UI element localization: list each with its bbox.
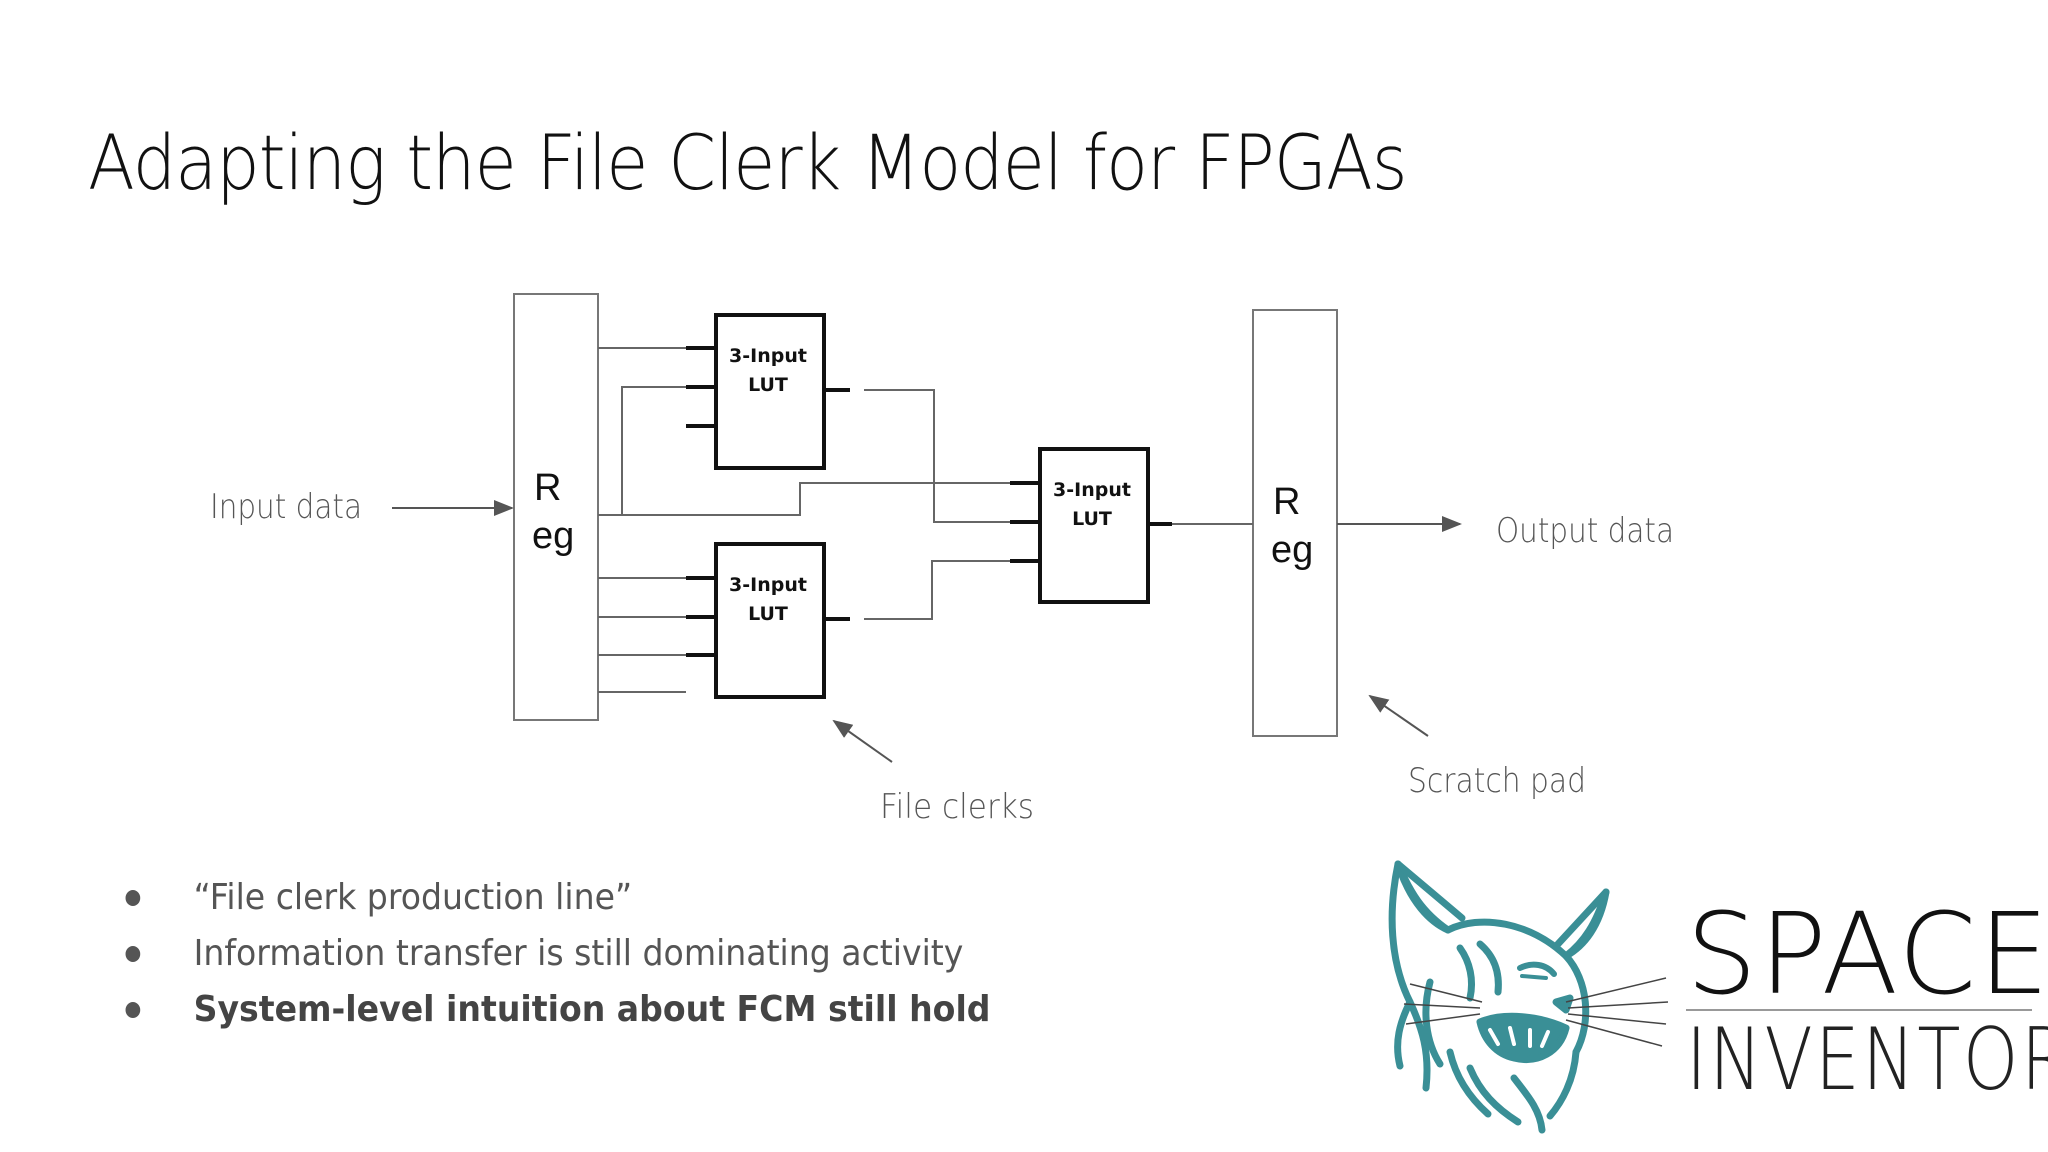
input-register-box <box>513 293 599 721</box>
lut-mid-label-line1: 3-Input <box>1053 479 1131 501</box>
input-register-label-line1: R <box>534 467 561 509</box>
output-data-label: Output data <box>1496 511 1674 551</box>
bullet-list: “File clerk production line” Information… <box>120 870 1066 1038</box>
scratch-pad-pointer-arrow <box>1368 694 1429 737</box>
lut-mid-label-line2: LUT <box>1072 508 1112 530</box>
lut-mid-pins <box>1010 481 1172 563</box>
bullet-dot-icon <box>125 890 141 906</box>
input-data-label: Input data <box>210 487 362 527</box>
scratch-register-label-line2: eg <box>1271 529 1313 571</box>
wiring <box>598 347 1253 693</box>
bullet-dot-icon <box>125 1002 141 1018</box>
bullet-text: Information transfer is still dominating… <box>193 933 964 974</box>
lut-bottom-label-line2: LUT <box>748 603 788 625</box>
logo-wordmark-inventor: INVENTOR <box>1686 1010 2048 1110</box>
bullet-item: System-level intuition about FCM still h… <box>120 982 991 1038</box>
bullet-item: Information transfer is still dominating… <box>120 926 991 982</box>
scratch-pad-label: Scratch pad <box>1408 761 1586 801</box>
scratch-register-label-line1: R <box>1273 481 1300 523</box>
bullet-item: “File clerk production line” <box>120 870 991 926</box>
slide-title: Adapting the File Clerk Model for FPGAs <box>88 118 1408 207</box>
logo-wordmark-space: SPACE <box>1686 890 2048 1020</box>
lut-top-box <box>714 313 826 470</box>
lut-bottom-label-line1: 3-Input <box>729 574 807 596</box>
file-clerks-pointer-arrow <box>832 719 893 763</box>
logo-divider <box>1686 1009 2032 1011</box>
bullet-text: System-level intuition about FCM still h… <box>193 989 991 1030</box>
scratch-register-box <box>1252 309 1338 737</box>
lut-bottom-pins <box>686 576 850 657</box>
lynx-mascot-logo-icon <box>1388 860 1669 1134</box>
lut-top-label-line1: 3-Input <box>729 345 807 367</box>
bullet-dot-icon <box>125 946 141 962</box>
input-register-label-line2: eg <box>532 515 574 557</box>
file-clerks-label: File clerks <box>880 787 1034 827</box>
lut-top-label-line2: LUT <box>748 374 788 396</box>
bullet-text: “File clerk production line” <box>193 877 633 918</box>
lut-top-pins <box>686 346 850 428</box>
